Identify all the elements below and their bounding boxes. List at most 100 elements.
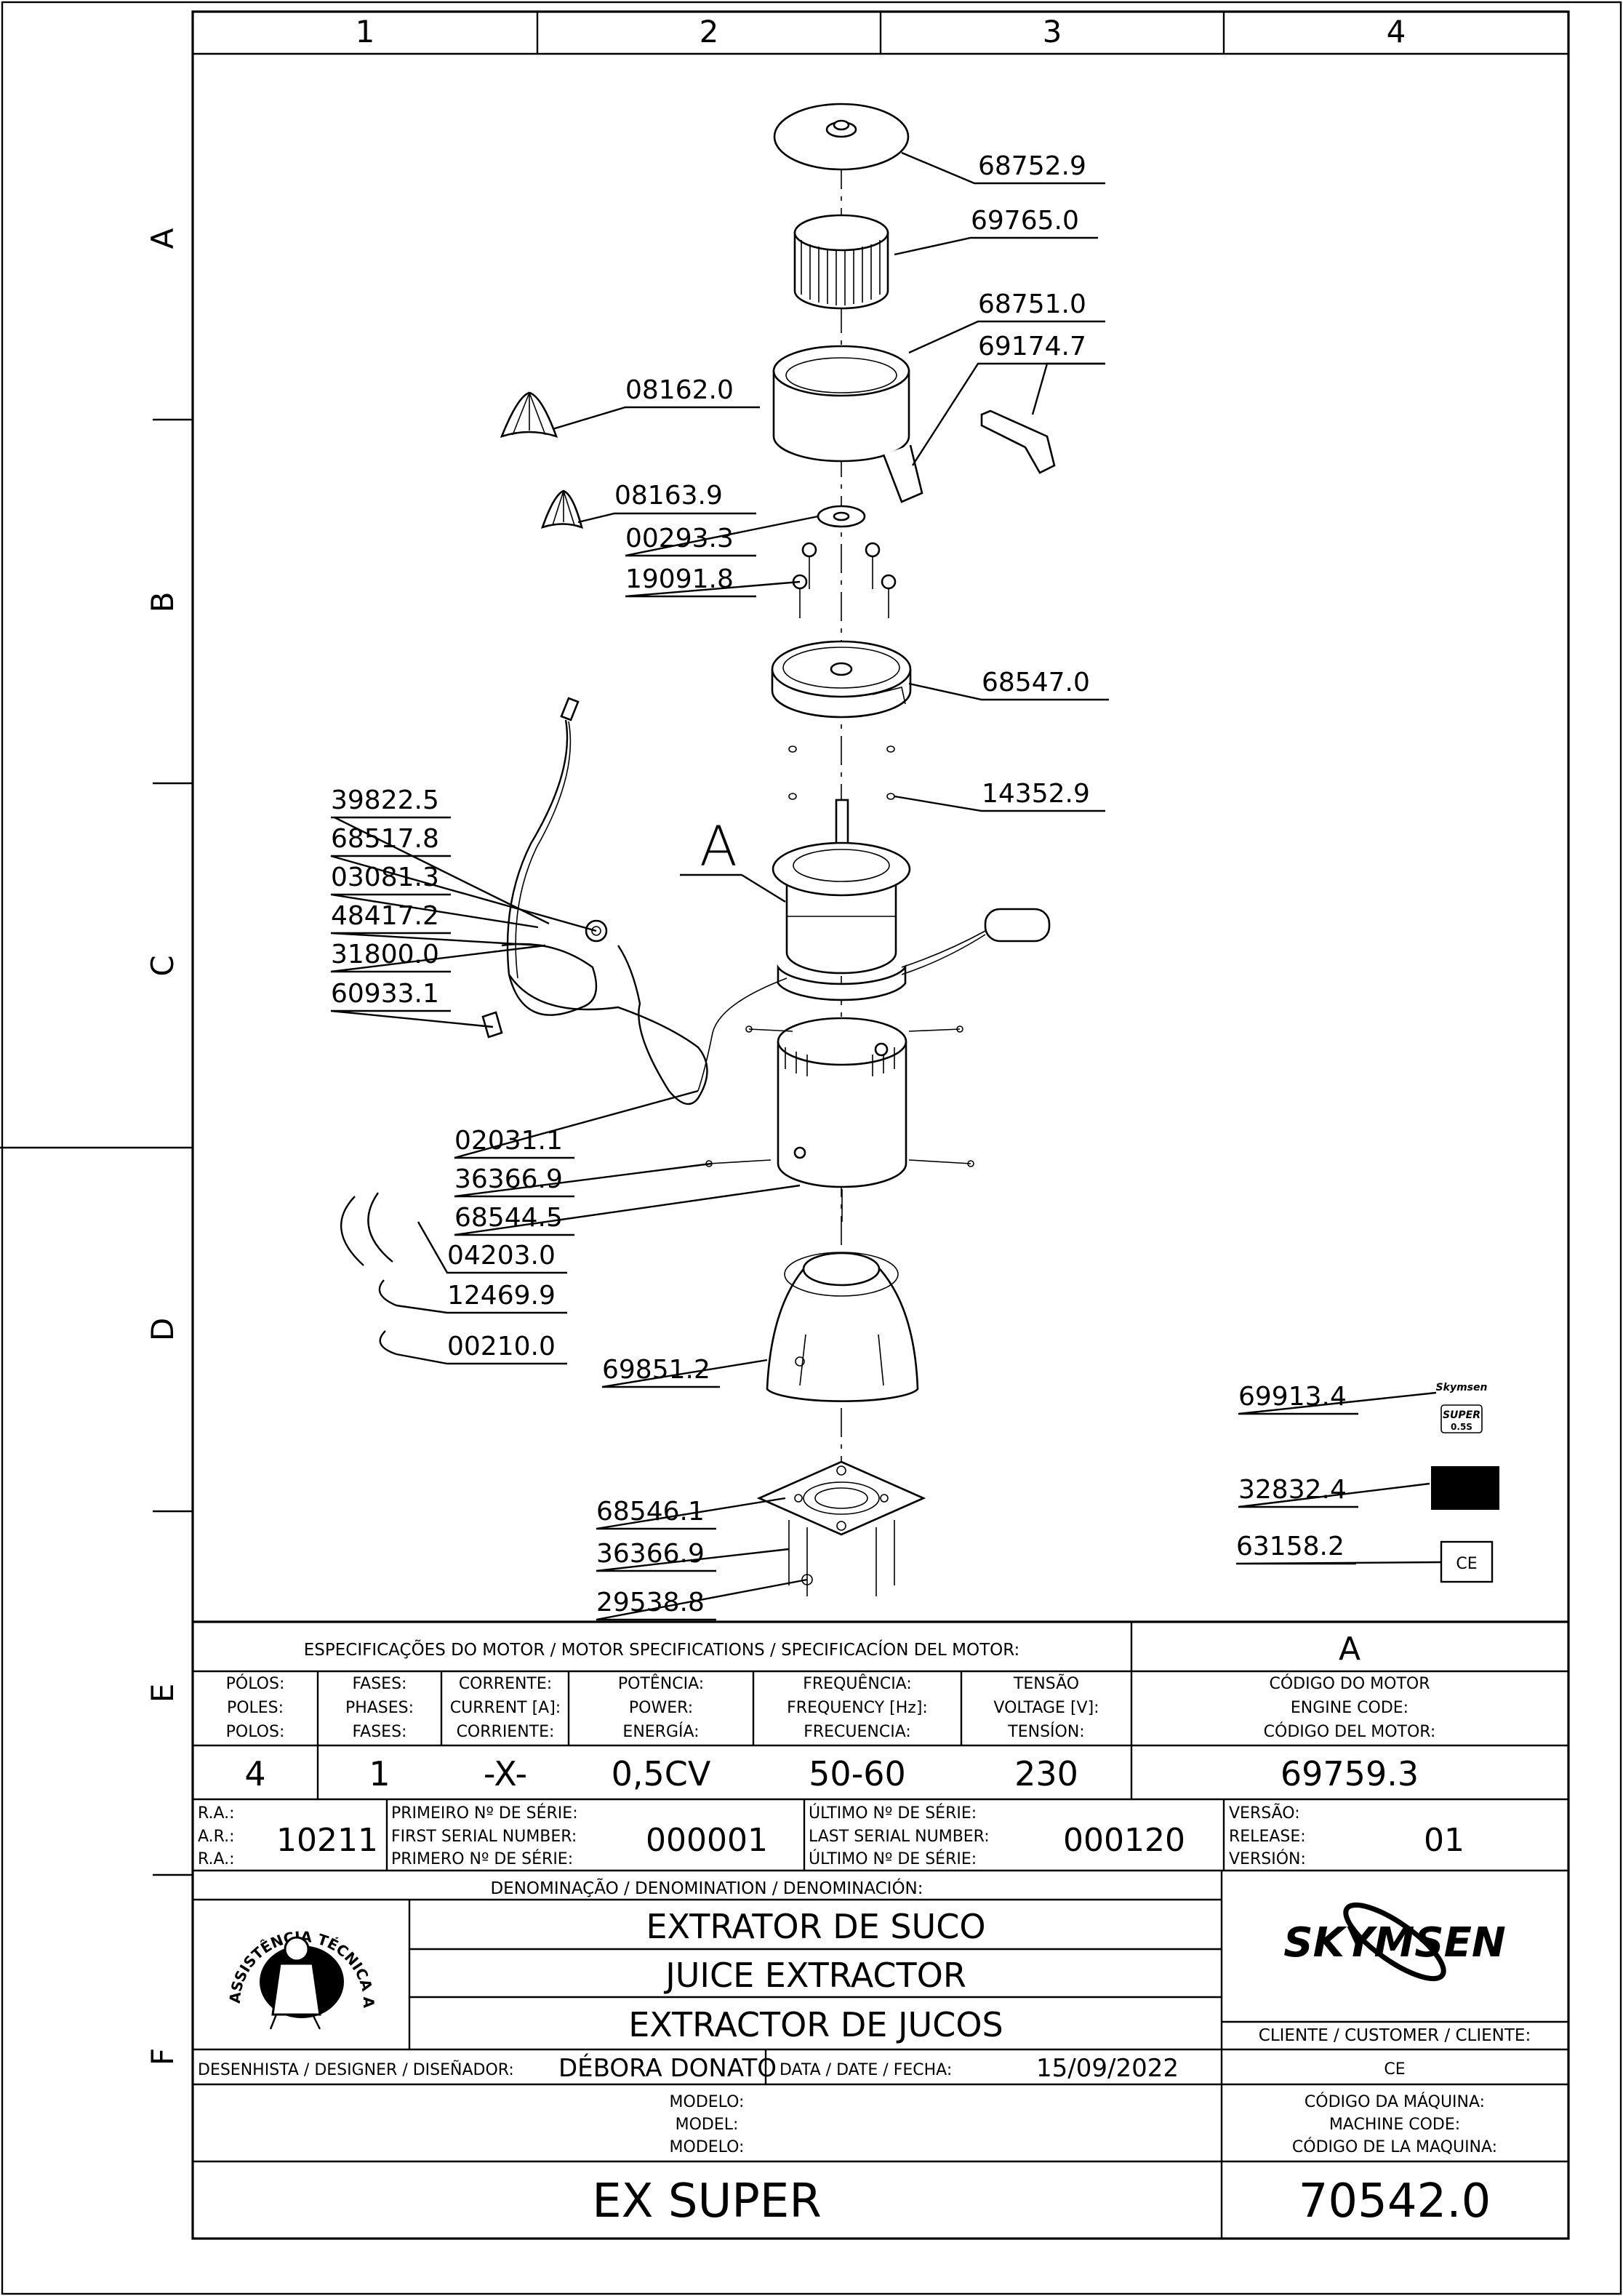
version-label-2: RELEASE:: [1229, 1828, 1306, 1846]
denomination-line-es: EXTRACTOR DE JUCOS: [628, 2005, 1003, 2044]
ra-label-1: R.A.:: [198, 1804, 235, 1823]
spec-current-h1: CORRENTE:: [459, 1675, 552, 1693]
column-label-2: 2: [700, 14, 719, 49]
spec-voltage-value: 230: [1014, 1754, 1078, 1793]
row-label-d: D: [145, 1318, 180, 1341]
row-label-c: C: [145, 955, 180, 976]
spec-poles-h2: POLES:: [227, 1699, 284, 1717]
callout-68547-0: 68547.0: [982, 668, 1090, 697]
spec-power-value: 0,5CV: [612, 1754, 711, 1793]
callout-39822-5: 39822.5: [331, 785, 439, 815]
version-value: 01: [1424, 1822, 1464, 1859]
spec-power-h1: POTÊNCIA:: [618, 1674, 704, 1693]
denomination-line-pt: EXTRATOR DE SUCO: [646, 1907, 985, 1946]
callout-12469-9: 12469.9: [447, 1281, 556, 1311]
spec-poles-value: 4: [244, 1754, 265, 1793]
callout-68544-5: 68544.5: [454, 1203, 563, 1233]
capacitor-part: [901, 908, 1051, 975]
last-serial-value: 000120: [1063, 1822, 1185, 1859]
row-label-b: B: [145, 592, 180, 613]
first-serial-label-3: PRIMERO Nº DE SÉRIE:: [391, 1849, 573, 1868]
small-cone-part: [540, 489, 583, 529]
spec-phases-h1: FASES:: [353, 1675, 407, 1693]
column-label-3: 3: [1043, 14, 1062, 49]
last-serial-label-3: ÚLTIMO Nº DE SÉRIE:: [809, 1849, 977, 1868]
callout-14352-9: 14352.9: [982, 779, 1090, 809]
power-cord-part: [501, 697, 708, 1105]
callout-69851-2: 69851.2: [602, 1355, 710, 1385]
spec-engine-h2: ENGINE CODE:: [1291, 1699, 1408, 1717]
ra-label-3: R.A.:: [198, 1850, 235, 1868]
spec-current-value: -X-: [484, 1754, 527, 1793]
callout-69913-4: 69913.4: [1238, 1382, 1347, 1412]
date-value: 15/09/2022: [1036, 2054, 1179, 2083]
motor-housing-part: [777, 1017, 907, 1188]
machine-code-label-3: CÓDIGO DE LA MAQUINA:: [1292, 2137, 1497, 2156]
callout-19091-8: 19091.8: [625, 564, 734, 594]
spec-phases-h3: FASES:: [353, 1723, 407, 1741]
callout-labels: 68752.9 69765.0 68751.0 69174.7 08162.0 …: [331, 151, 1347, 1617]
callout-36366-9-b: 36366.9: [596, 1539, 705, 1569]
black-sticker-part: [1431, 1466, 1499, 1510]
spec-engine-value: 69759.3: [1281, 1754, 1419, 1793]
spec-power-h3: ENERGÍA:: [622, 1722, 699, 1741]
large-cone-part: [500, 391, 558, 439]
callout-04203-0: 04203.0: [447, 1241, 556, 1271]
row-label-a: A: [145, 228, 180, 249]
row-label-e: E: [145, 1684, 180, 1703]
cable-clips-part: [340, 1192, 397, 1356]
callout-48417-2: 48417.2: [331, 901, 439, 931]
row-label-f: F: [145, 2048, 180, 2065]
callout-68751-0: 68751.0: [978, 289, 1086, 319]
last-serial-label-2: LAST SERIAL NUMBER:: [809, 1828, 990, 1846]
ce-sticker-part: CE: [1440, 1540, 1494, 1583]
first-serial-label-1: PRIMEIRO Nº DE SÉRIE:: [391, 1804, 578, 1823]
version-label-1: VERSÃO:: [1229, 1803, 1300, 1823]
ce-sticker-text: CE: [1456, 1555, 1477, 1573]
motor-spec-title: ESPECIFICAÇÕES DO MOTOR / MOTOR SPECIFIC…: [304, 1639, 1020, 1660]
brand-name: SKYMSEN: [1283, 1919, 1505, 1967]
callout-08163-9: 08163.9: [614, 481, 723, 511]
machine-code-label-2: MACHINE CODE:: [1329, 2116, 1460, 2134]
ra-label-2: A.R.:: [198, 1828, 235, 1846]
column-label-1: 1: [356, 14, 375, 49]
callout-68517-8: 68517.8: [331, 824, 439, 854]
client-value: CE: [1384, 2060, 1405, 2079]
skymsen-logo: SKYMSEN: [1283, 1902, 1506, 1982]
seal-text: ASSISTÊNCIA TÉCNICA AUTORIZADA: [0, 0, 377, 2009]
callout-69174-7: 69174.7: [978, 332, 1086, 361]
label-sub-text: 0.5S: [1451, 1422, 1472, 1432]
motor-part: [772, 799, 911, 1001]
feet-screws-part: [788, 1520, 895, 1596]
cord-strain-relief-part: [481, 1011, 503, 1039]
spec-current-h2: CURRENT [A]:: [450, 1699, 561, 1717]
juice-bowl-part: [772, 345, 923, 503]
spec-frequency-h2: FREQUENCY [Hz]:: [787, 1699, 928, 1717]
ra-value: 10211: [276, 1822, 378, 1859]
spec-current-h3: CORRIENTE:: [457, 1723, 555, 1741]
spec-frequency-h1: FREQUÊNCIA:: [803, 1674, 912, 1693]
callout-68546-1: 68546.1: [596, 1497, 705, 1527]
label-brand-text: Skymsen: [1436, 1382, 1488, 1393]
leader-lines: [330, 151, 1442, 1621]
model-label-3: MODELO:: [670, 2138, 745, 2156]
spec-phases-value: 1: [369, 1754, 390, 1793]
motor-spec-detail-ref: A: [1339, 1631, 1360, 1668]
lever-part: [980, 409, 1056, 474]
spec-voltage-h2: VOLTAGE [V]:: [993, 1699, 1099, 1717]
spec-phases-h2: PHASES:: [345, 1699, 414, 1717]
authorized-service-seal: ASSISTÊNCIA TÉCNICA AUTORIZADA: [0, 0, 377, 2030]
spec-voltage-h1: TENSÃO: [1013, 1673, 1079, 1693]
spec-engine-h1: CÓDIGO DO MOTOR: [1269, 1674, 1430, 1693]
denomination-line-en: JUICE EXTRACTOR: [663, 1956, 966, 1995]
model-label-1: MODELO:: [670, 2093, 745, 2111]
callout-00293-3: 00293.3: [625, 524, 734, 553]
designer-label: DESENHISTA / DESIGNER / DISEÑADOR:: [198, 2060, 514, 2079]
callout-60933-1: 60933.1: [331, 979, 439, 1009]
designer-value: DÉBORA DONATO: [558, 2053, 777, 2083]
base-part: [766, 1252, 919, 1402]
spec-voltage-h3: TENSÍON:: [1007, 1722, 1084, 1741]
bottom-plate-part: [756, 1460, 926, 1536]
spec-frequency-h3: FRECUENCIA:: [804, 1723, 911, 1741]
